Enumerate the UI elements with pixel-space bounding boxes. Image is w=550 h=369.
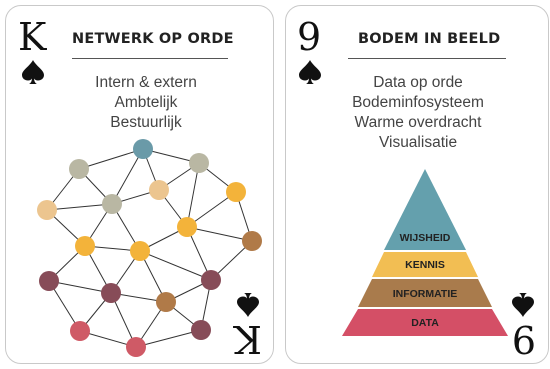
pyramid-label: KENNIS	[405, 259, 445, 271]
card-line: Ambtelijk	[114, 94, 178, 111]
network-node	[191, 320, 211, 340]
card-text: Data op orde Bodeminfosysteem Warme over…	[328, 73, 508, 153]
title-divider	[72, 58, 228, 60]
network-node	[156, 292, 176, 312]
pyramid-layer-information	[358, 279, 492, 307]
network-node	[133, 139, 153, 159]
pyramid-label: WIJSHEID	[400, 232, 451, 244]
card-line: Bestuurlijk	[110, 114, 182, 131]
card-rank-bottom: K	[233, 317, 262, 361]
card-line: Data op orde	[373, 74, 463, 91]
network-edge	[48, 280, 112, 294]
network-node	[242, 231, 262, 251]
pyramid-layer-knowledge	[372, 252, 478, 277]
network-node	[189, 153, 209, 173]
card-title: NETWERK OP ORDE	[72, 31, 234, 47]
network-node	[126, 337, 146, 357]
card-rank-bottom: 9	[511, 317, 536, 361]
playing-card-nine: 9 BODEM IN BEELD Data op orde Bodeminfos…	[285, 5, 549, 364]
card-index-bottom: 9	[509, 292, 539, 361]
card-text: Intern & extern Ambtelijk Bestuurlijk	[56, 73, 236, 133]
network-edge	[139, 250, 212, 281]
card-rank-top: K	[18, 15, 47, 59]
playing-card-king: K NETWERK OP ORDE Intern & extern Ambtel…	[5, 5, 274, 364]
network-edge	[186, 226, 253, 242]
network-edge	[186, 191, 237, 228]
network-node	[226, 182, 246, 202]
network-node	[130, 241, 150, 261]
network-node	[201, 270, 221, 290]
spade-icon	[512, 293, 534, 317]
card-line: Bodeminfosysteem	[352, 94, 484, 111]
spade-icon	[22, 60, 44, 84]
card-index-bottom: K	[233, 292, 264, 361]
network-edge	[78, 148, 144, 170]
network-node	[177, 217, 197, 237]
network-node	[102, 194, 122, 214]
network-edge	[111, 148, 144, 205]
network-illustration	[37, 139, 262, 357]
network-edge	[135, 329, 202, 348]
network-edge	[46, 203, 113, 211]
title-divider	[348, 58, 506, 60]
spade-icon	[299, 60, 321, 84]
card-line: Intern & extern	[95, 74, 197, 91]
network-node	[101, 283, 121, 303]
card-title: BODEM IN BEELD	[358, 31, 501, 47]
pyramid-label: INFORMATIE	[393, 288, 458, 300]
network-node	[37, 200, 57, 220]
pyramid-label: DATA	[411, 317, 439, 329]
network-node	[39, 271, 59, 291]
spade-icon	[237, 293, 259, 317]
network-node	[70, 321, 90, 341]
card-rank-top: 9	[297, 15, 322, 59]
card-line: Warme overdracht	[354, 114, 482, 131]
network-edge	[186, 162, 200, 228]
network-node	[75, 236, 95, 256]
pyramid-layer-wisdom	[384, 169, 466, 250]
network-node	[69, 159, 89, 179]
knowledge-pyramid: WIJSHEID KENNIS INFORMATIE DATA	[342, 169, 508, 336]
network-node	[149, 180, 169, 200]
pyramid-layer-data	[342, 309, 508, 336]
card-line: Visualisatie	[378, 134, 458, 151]
